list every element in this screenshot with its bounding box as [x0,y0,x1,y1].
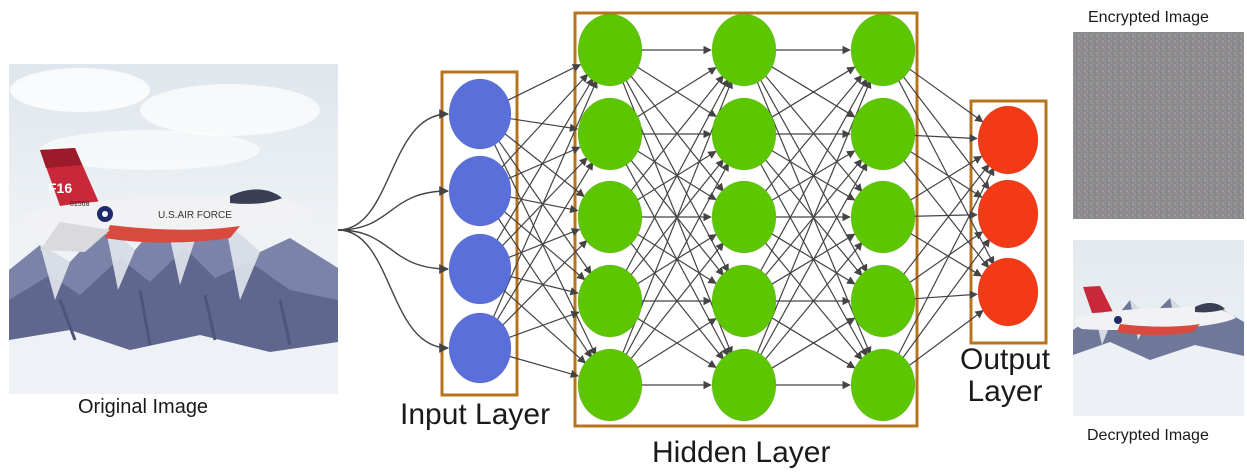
connection-edge [503,132,585,198]
connection-edge [502,289,587,364]
connection-edge [509,355,580,378]
connection-edge [624,162,729,358]
connection-edge [764,74,863,193]
image-to-input-edge [337,229,449,353]
hidden-node-l2 [711,180,777,254]
connection-edge [510,118,579,132]
jet-tail-code: F16 [48,180,72,196]
original-image-label: Original Image [78,396,209,418]
connection-edge [910,232,983,277]
connection-edge [901,75,990,191]
output-layer-label-line2: Layer [967,375,1043,408]
jet-serial: 01568 [70,201,90,208]
connection-edge [901,238,991,360]
connection-edge [503,210,586,281]
connection-edge [495,77,594,243]
connection-edge [491,79,598,320]
hidden-layer-box [573,11,919,428]
decrypted-image [1073,240,1244,416]
hidden-node-l1 [577,97,643,171]
output-layer-label-line1: Output [960,343,1051,376]
connection-edge [629,242,724,361]
hidden-node-l1 [577,264,643,338]
output-node [977,105,1039,175]
input-node [448,155,512,227]
connection-edge [629,75,724,193]
connection-edge [758,162,868,358]
encrypted-image-label: Encrypted Image [1088,9,1209,26]
connection-edge [902,163,990,277]
connection-edge [914,210,978,220]
hidden-node-l2 [711,13,777,87]
hidden-layer-label: Hidden Layer [652,436,831,469]
connection-edges [337,45,995,390]
connection-edge [624,78,729,274]
connection-edge [909,155,983,201]
connection-edge [755,79,872,356]
network-nodes [448,13,1039,422]
connection-edge [500,73,589,169]
hidden-node-l3 [850,264,916,338]
hidden-node-l1 [577,180,643,254]
hidden-node-l3 [850,180,916,254]
connection-edge [908,231,984,284]
connection-edge [496,216,593,359]
original-image: F16 01568 U.S.AIR FORCE [9,64,338,394]
image-to-input-edge [337,186,449,231]
connection-edge [914,133,978,143]
output-node [977,179,1039,249]
hidden-node-l3 [850,97,916,171]
connection-edge [492,141,597,357]
hidden-node-l2 [711,264,777,338]
input-node [448,233,512,305]
connection-edge [902,158,990,269]
connection-edge [508,310,580,339]
connection-edge [908,68,984,123]
connection-edge [758,78,868,274]
connection-edge [495,161,594,322]
connection-edge [914,290,978,300]
input-node [448,312,512,384]
connection-edge [636,67,717,118]
input-node [448,78,512,150]
connection-edge [771,66,856,118]
connection-edge [636,318,717,369]
image-to-input-edge [337,229,449,274]
hidden-node-l1 [577,13,643,87]
connection-edge [897,166,995,357]
hidden-node-l2 [711,97,777,171]
hidden-node-l2 [711,348,777,422]
output-layer-box [969,99,1048,345]
connection-edge [771,317,856,369]
connection-edge [508,146,581,180]
connection-edge [509,275,579,296]
connection-edge [763,241,863,361]
hidden-node-l1 [577,348,643,422]
connection-edge [501,157,588,248]
hidden-node-l3 [850,13,916,87]
connection-edge [501,239,588,327]
output-node [977,257,1039,327]
image-to-input-edge [337,109,449,231]
hidden-node-l3 [850,348,916,422]
output-layer-label: Output Layer [960,344,1050,408]
encrypted-image [1073,32,1244,219]
input-layer-box [440,70,519,397]
jet-fuselage-text: U.S.AIR FORCE [158,210,232,221]
decrypted-image-label: Decrypted Image [1087,427,1209,444]
connection-edge [507,64,582,101]
input-layer-label: Input Layer [400,398,551,431]
connection-edge [908,310,984,367]
